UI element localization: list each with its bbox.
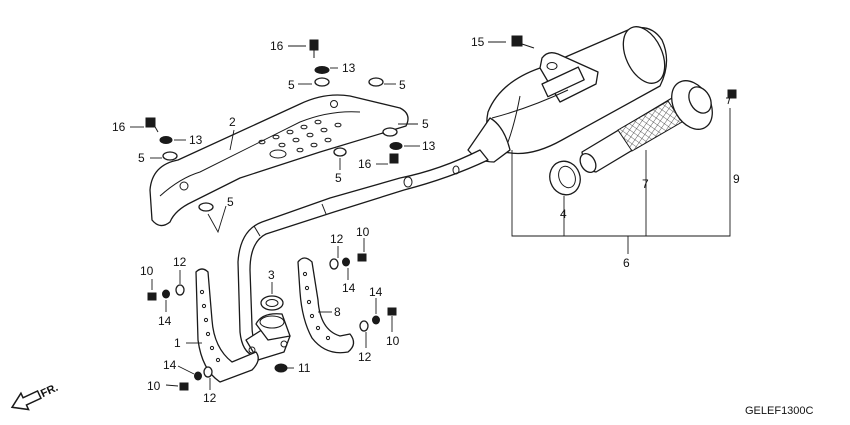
heat-shield-8	[297, 257, 355, 354]
arrow-forward-icon	[10, 389, 42, 411]
callout-4: 4	[560, 207, 567, 221]
callout-13-right: 13	[422, 139, 436, 153]
callout-7: 7	[642, 177, 649, 191]
callout-14-right-top: 14	[342, 281, 356, 295]
callout-12-bottom: 12	[203, 391, 217, 405]
callout-15: 15	[471, 35, 485, 49]
callout-14-bottom: 14	[163, 358, 177, 372]
callout-5-middle: 5	[335, 171, 342, 185]
diagram-code: GELEF1300C	[745, 405, 814, 417]
callout-5-lower: 5	[227, 195, 234, 209]
callout-12-right-bottom: 12	[358, 350, 372, 364]
callout-16-right: 16	[358, 157, 372, 171]
direction-indicator: FR.	[10, 382, 60, 411]
direction-label: FR.	[39, 382, 60, 400]
callout-14-left: 14	[158, 314, 172, 328]
callout-14-right-bottom: 14	[369, 285, 383, 299]
callout-5-top-right: 5	[399, 78, 406, 92]
bolt-9	[726, 89, 737, 105]
callout-12-left: 12	[173, 255, 187, 269]
callout-3: 3	[268, 268, 275, 282]
callout-8: 8	[334, 305, 341, 319]
callout-labels: 16 13 5 5 15 16 13 5 2 5 13 16 5 5 4 7 9…	[112, 35, 740, 405]
fasteners	[145, 35, 535, 391]
muffler-gasket	[549, 160, 581, 196]
callout-9: 9	[733, 172, 740, 186]
callout-5-top-left: 5	[288, 78, 295, 92]
callout-13-top: 13	[342, 61, 356, 75]
callout-16-left: 16	[112, 120, 126, 134]
callout-10-right-top: 10	[356, 225, 370, 239]
exhaust-pipe	[237, 149, 489, 361]
callout-1: 1	[174, 336, 181, 350]
callout-11: 11	[298, 361, 311, 375]
callout-13-left: 13	[189, 133, 203, 147]
tail-pipe	[579, 80, 713, 173]
heat-shield-muffler	[149, 94, 409, 227]
callout-10-bottom: 10	[147, 379, 161, 393]
callout-6: 6	[623, 256, 630, 270]
pipe-gasket	[260, 295, 284, 311]
callout-5-left: 5	[138, 151, 145, 165]
callout-10-right-bottom: 10	[386, 334, 400, 348]
callout-5-right: 5	[422, 117, 429, 131]
callout-16-top: 16	[270, 39, 284, 53]
leader-lines	[130, 41, 731, 390]
callout-12-right-top: 12	[330, 232, 344, 246]
callout-2: 2	[229, 115, 236, 129]
callout-10-left: 10	[140, 264, 154, 278]
